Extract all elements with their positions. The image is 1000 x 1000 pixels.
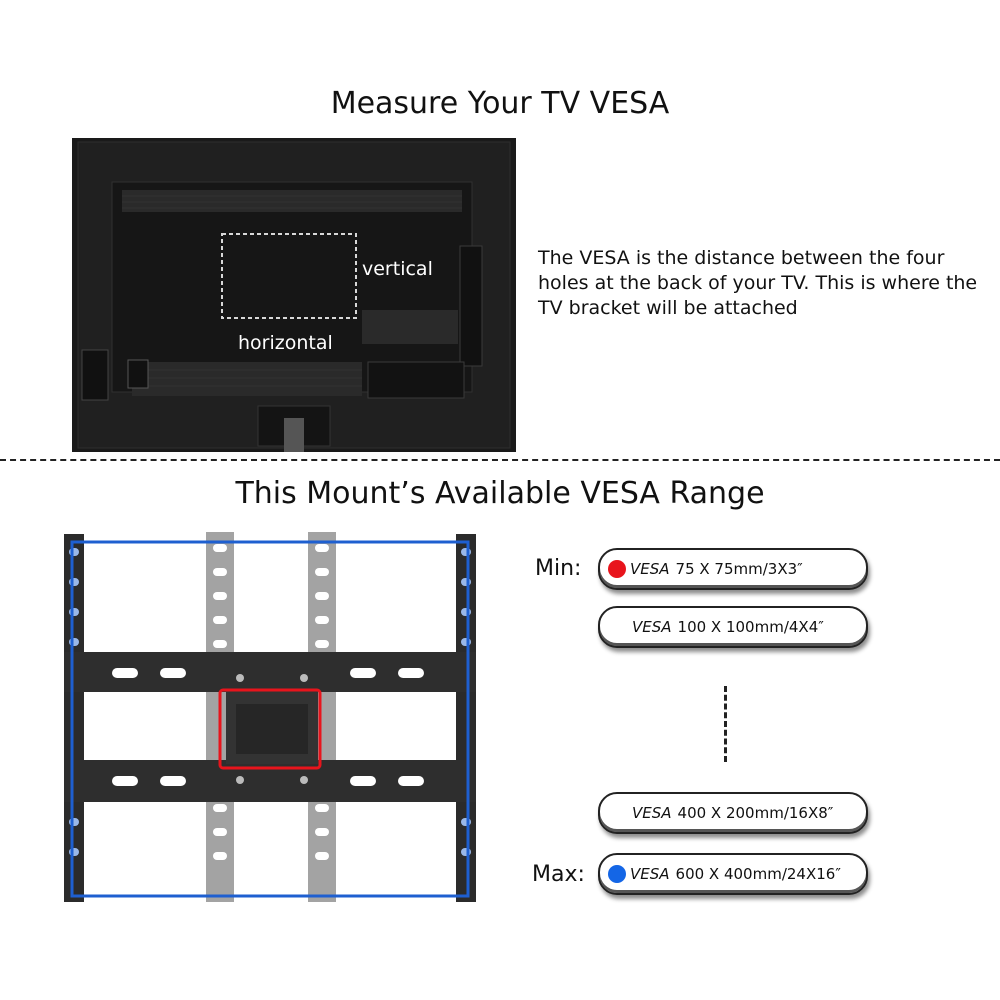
section-divider — [0, 459, 1000, 461]
blue-dot-icon — [608, 865, 626, 883]
vesa-word: VESA — [632, 804, 672, 822]
tv-back-image — [72, 138, 516, 452]
horizontal-label: horizontal — [238, 332, 333, 354]
vesa-min-pill: VESA 75 X 75mm/3X3″ — [598, 548, 868, 590]
mount-bracket-image — [64, 532, 476, 902]
vesa-size: 100 X 100mm/4X4″ — [677, 618, 824, 636]
measure-title: Measure Your TV VESA — [330, 86, 670, 121]
vesa-description: The VESA is the distance between the fou… — [538, 247, 978, 319]
vesa-range-title: This Mount’s Available VESA Range — [235, 476, 765, 511]
max-label: Max: — [532, 862, 585, 887]
vesa-size: 75 X 75mm/3X3″ — [675, 560, 803, 578]
vesa-size: 400 X 200mm/16X8″ — [677, 804, 834, 822]
vesa-size: 600 X 400mm/24X16″ — [675, 865, 841, 883]
min-label: Min: — [535, 556, 582, 581]
vesa-max-pill: VESA 600 X 400mm/24X16″ — [598, 853, 868, 895]
vesa-100-pill: VESA 100 X 100mm/4X4″ — [598, 606, 868, 648]
vesa-word: VESA — [632, 618, 672, 636]
vesa-400-pill: VESA 400 X 200mm/16X8″ — [598, 792, 868, 834]
red-dot-icon — [608, 560, 626, 578]
vesa-word: VESA — [630, 865, 670, 883]
vertical-label: vertical — [362, 258, 433, 280]
more-sizes-dots — [724, 686, 727, 762]
vesa-word: VESA — [630, 560, 670, 578]
